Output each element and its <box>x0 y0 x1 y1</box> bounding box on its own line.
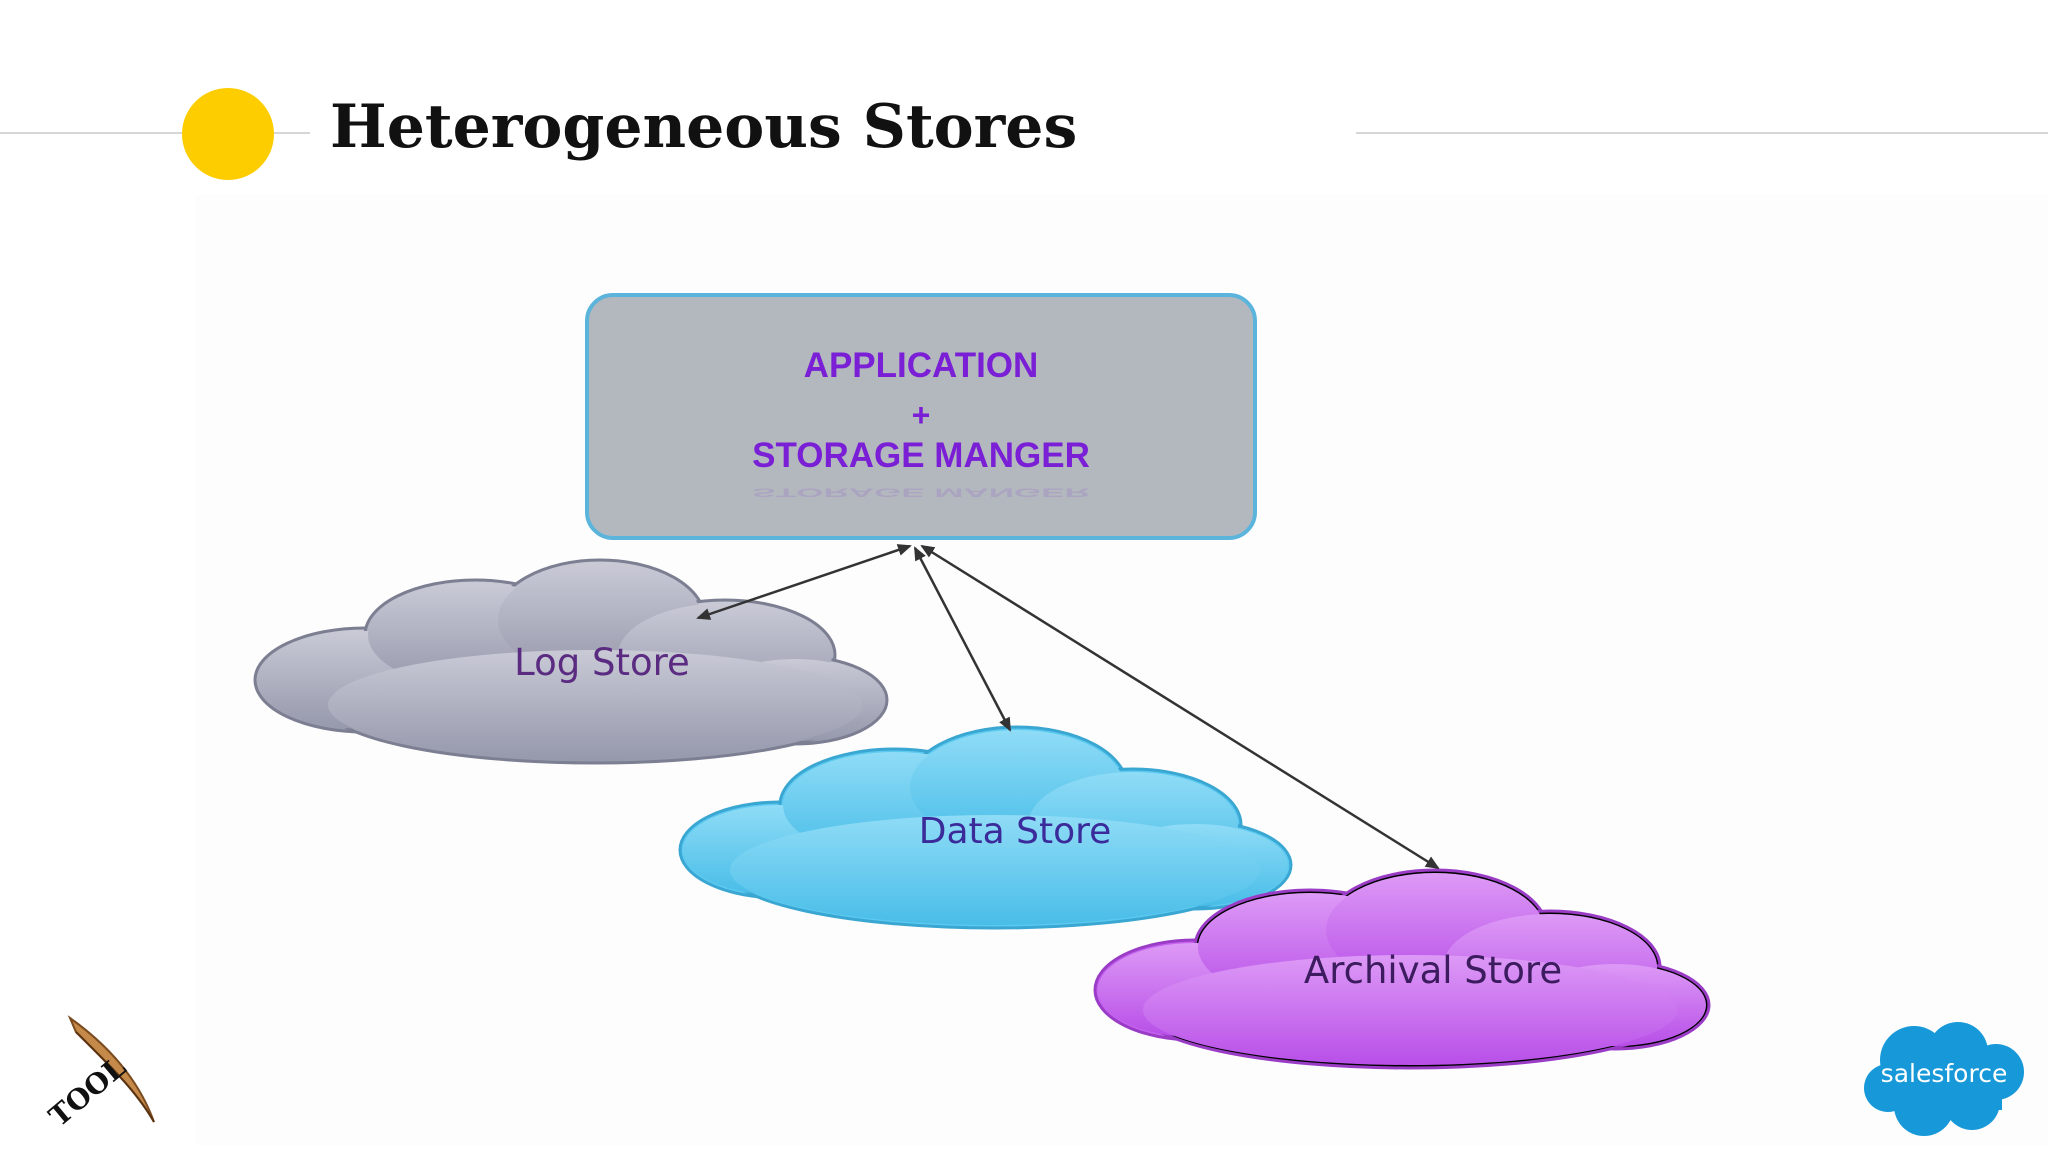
cloud-data-store: Data Store <box>678 725 1293 930</box>
salesforce-cloud-icon: salesforce <box>1864 1022 2024 1136</box>
accent-dot <box>182 88 274 180</box>
connector-app-data <box>913 546 1012 732</box>
connector-app-archival <box>920 544 1440 870</box>
app-box-reflection: STORAGE MANGER <box>752 485 1090 499</box>
app-box-line1: APPLICATION <box>804 346 1039 385</box>
app-box-line3: STORAGE MANGER <box>752 436 1090 475</box>
diagram-canvas: APPLICATION + STORAGE MANGER STORAGE MAN… <box>253 293 1711 1070</box>
quill-logo-text: TOOL <box>43 1050 133 1130</box>
header-rule-right <box>1356 132 2048 134</box>
cloud-archival-store-label: Archival Store <box>1304 949 1562 992</box>
cloud-log-store: Log Store <box>253 558 889 765</box>
header-rule-left <box>0 132 310 134</box>
cloud-archival-store: Archival Store <box>1093 868 1711 1070</box>
cloud-log-store-label: Log Store <box>514 641 690 684</box>
slide-title: Heterogeneous Stores <box>330 92 1078 162</box>
connector-app-log <box>696 544 912 620</box>
app-box-line2: + <box>912 397 931 433</box>
salesforce-logo-text: salesforce <box>1881 1059 2008 1088</box>
application-box: APPLICATION + STORAGE MANGER STORAGE MAN… <box>585 293 1257 540</box>
quill-icon: TOOL <box>43 1015 155 1130</box>
storage-diagram: APPLICATION + STORAGE MANGER STORAGE MAN… <box>195 195 2048 1145</box>
cloud-data-store-label: Data Store <box>919 811 1112 852</box>
